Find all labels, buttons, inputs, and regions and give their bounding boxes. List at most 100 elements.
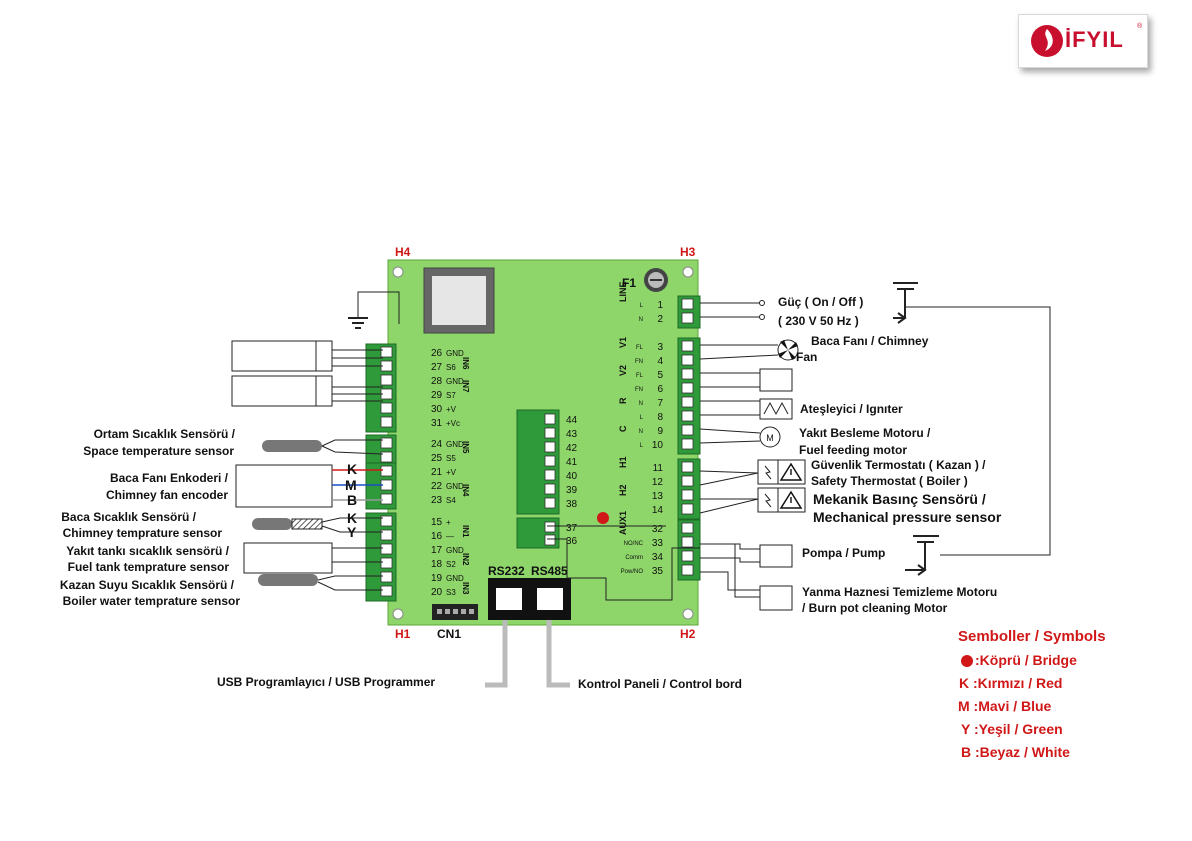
space-sensor-probe	[262, 440, 322, 452]
aux-wire-36	[547, 538, 700, 601]
terminal-screw-41	[544, 455, 556, 467]
terminal-signal-8: L	[640, 415, 644, 421]
brand-name: İFYIL	[1065, 27, 1124, 52]
terminal-number-12: 12	[652, 477, 664, 488]
terminal-signal-27: S6	[446, 363, 456, 372]
terminal-number-20: 20	[431, 587, 443, 598]
fuel-motor-icon	[759, 426, 781, 448]
terminal-signal-2: N	[639, 317, 643, 323]
output-group-label-R: R	[618, 397, 628, 404]
input-group-label-IN1: IN1	[461, 525, 470, 538]
terminal-number-40: 40	[566, 471, 578, 482]
terminal-number-23: 23	[431, 495, 443, 506]
pump-switch-arrowhead	[917, 564, 927, 576]
terminal-number-35: 35	[652, 566, 664, 577]
terminal-signal-1: L	[640, 303, 644, 309]
usb-cable	[485, 620, 508, 688]
usb-programmer-label: USB Programlayıcı / USB Programmer	[217, 675, 436, 689]
terminal-signal-16: —	[446, 532, 454, 541]
safety-thermo-label-2: Safety Thermostat ( Boiler )	[811, 474, 968, 488]
terminal-screw-16	[380, 529, 393, 541]
terminal-signal-35: Pow/NO	[621, 569, 644, 575]
terminal-signal-33: NO/NC	[624, 541, 644, 547]
input-group-label-IN4: IN4	[461, 484, 470, 497]
control-panel-cable	[546, 620, 570, 688]
sensor-module-s7	[231, 375, 333, 407]
terminal-number-2: 2	[657, 314, 663, 325]
boiler-water-label-tr: Kazan Suyu Sıcaklık Sensörü /	[59, 578, 234, 592]
terminal-number-33: 33	[652, 538, 664, 549]
terminal-signal-9: N	[639, 429, 643, 435]
space-sensor-label-en: Space temperature sensor	[83, 444, 234, 458]
terminal-number-3: 3	[657, 342, 663, 353]
igniter-box	[759, 398, 793, 420]
boiler-sensor-wire-1	[317, 575, 383, 581]
chimney-fan-label-2: Fan	[796, 350, 818, 364]
chimney-sensor-probe	[252, 518, 292, 530]
input-group-label-IN7: IN7	[461, 380, 470, 393]
space-sensor-wire-2	[321, 445, 384, 455]
terminal-screw-37	[544, 521, 556, 533]
terminal-signal-4: FN	[635, 359, 643, 365]
fuse-label: F1	[622, 276, 637, 290]
input-group-label-IN6: IN6	[461, 357, 470, 370]
cn1-pin-2	[445, 609, 450, 614]
pump-label: Pompa / Pump	[802, 546, 886, 560]
terminal-screw-17	[380, 543, 393, 555]
ground-wire	[357, 291, 400, 324]
power-label-2: ( 230 V 50 Hz )	[778, 314, 859, 328]
terminal-number-22: 22	[431, 481, 443, 492]
terminal-signal-22: GND	[446, 482, 464, 491]
terminal-number-38: 38	[566, 499, 578, 510]
wire-letter-blue: M	[345, 477, 357, 493]
cn1-pin-3	[453, 609, 458, 614]
terminal-screw-31	[380, 416, 393, 428]
terminal-screw-25	[380, 451, 393, 463]
terminal-number-21: 21	[431, 467, 443, 478]
legend-blue: M :Mavi / Blue	[958, 698, 1052, 714]
mount-hole-3	[392, 608, 404, 620]
pressure-label-2: Mechanical pressure sensor	[813, 509, 1002, 525]
terminal-signal-26: GND	[446, 349, 464, 358]
mid-terminal-block-2	[516, 517, 560, 549]
fuel-tank-label-en: Fuel tank temprature sensor	[67, 560, 229, 574]
wire-letter-green: Y	[347, 524, 357, 540]
corner-h1-label: H1	[395, 627, 411, 641]
terminal-number-16: 16	[431, 531, 443, 542]
terminal-number-30: 30	[431, 404, 443, 415]
wire-letter-red-2: K	[347, 510, 358, 526]
chimney-sensor-sheath	[291, 518, 323, 530]
output-group-label-V1: V1	[618, 337, 628, 348]
terminal-screw-4	[681, 354, 694, 366]
cleaning-motor-label-1: Yanma Haznesi Temizleme Motoru	[802, 585, 998, 599]
terminal-number-27: 27	[431, 362, 443, 373]
output-group-label-LINE: LINE	[618, 281, 628, 302]
fan-encoder-box	[235, 464, 333, 508]
igniter-label: Ateşleyici / Ignıter	[800, 402, 903, 416]
terminal-screw-6	[681, 382, 694, 394]
corner-h3-label: H3	[680, 245, 696, 259]
terminal-signal-15: +	[446, 518, 451, 527]
bridge-dot-icon	[961, 655, 973, 667]
terminal-number-37: 37	[566, 523, 578, 534]
corner-h2-label: H2	[680, 627, 696, 641]
terminal-screw-13	[681, 489, 694, 501]
boiler-water-label-en: Boiler water temprature sensor	[62, 594, 240, 608]
terminal-screw-19	[380, 571, 393, 583]
terminal-screw-14	[681, 503, 694, 515]
terminal-screw-21	[380, 465, 393, 477]
power-label-1: Güç ( On / Off )	[778, 295, 864, 309]
terminal-signal-28: GND	[446, 377, 464, 386]
fuel-motor-label-2: Fuel feeding motor	[799, 443, 907, 457]
terminal-number-24: 24	[431, 439, 443, 450]
terminal-number-14: 14	[652, 505, 664, 516]
terminal-number-25: 25	[431, 453, 443, 464]
fan-encoder-label-en: Chimney fan encoder	[105, 488, 228, 502]
fan-blades-icon	[778, 340, 798, 360]
terminal-number-8: 8	[657, 412, 663, 423]
safety-thermo-label-1: Güvenlik Termostatı ( Kazan ) /	[811, 458, 986, 472]
output-group-label-AUX1: AUX1	[618, 511, 628, 535]
pressure-sensor-contact-icon	[764, 493, 772, 508]
terminal-screw-12	[681, 475, 694, 487]
terminal-screw-28	[380, 374, 393, 386]
